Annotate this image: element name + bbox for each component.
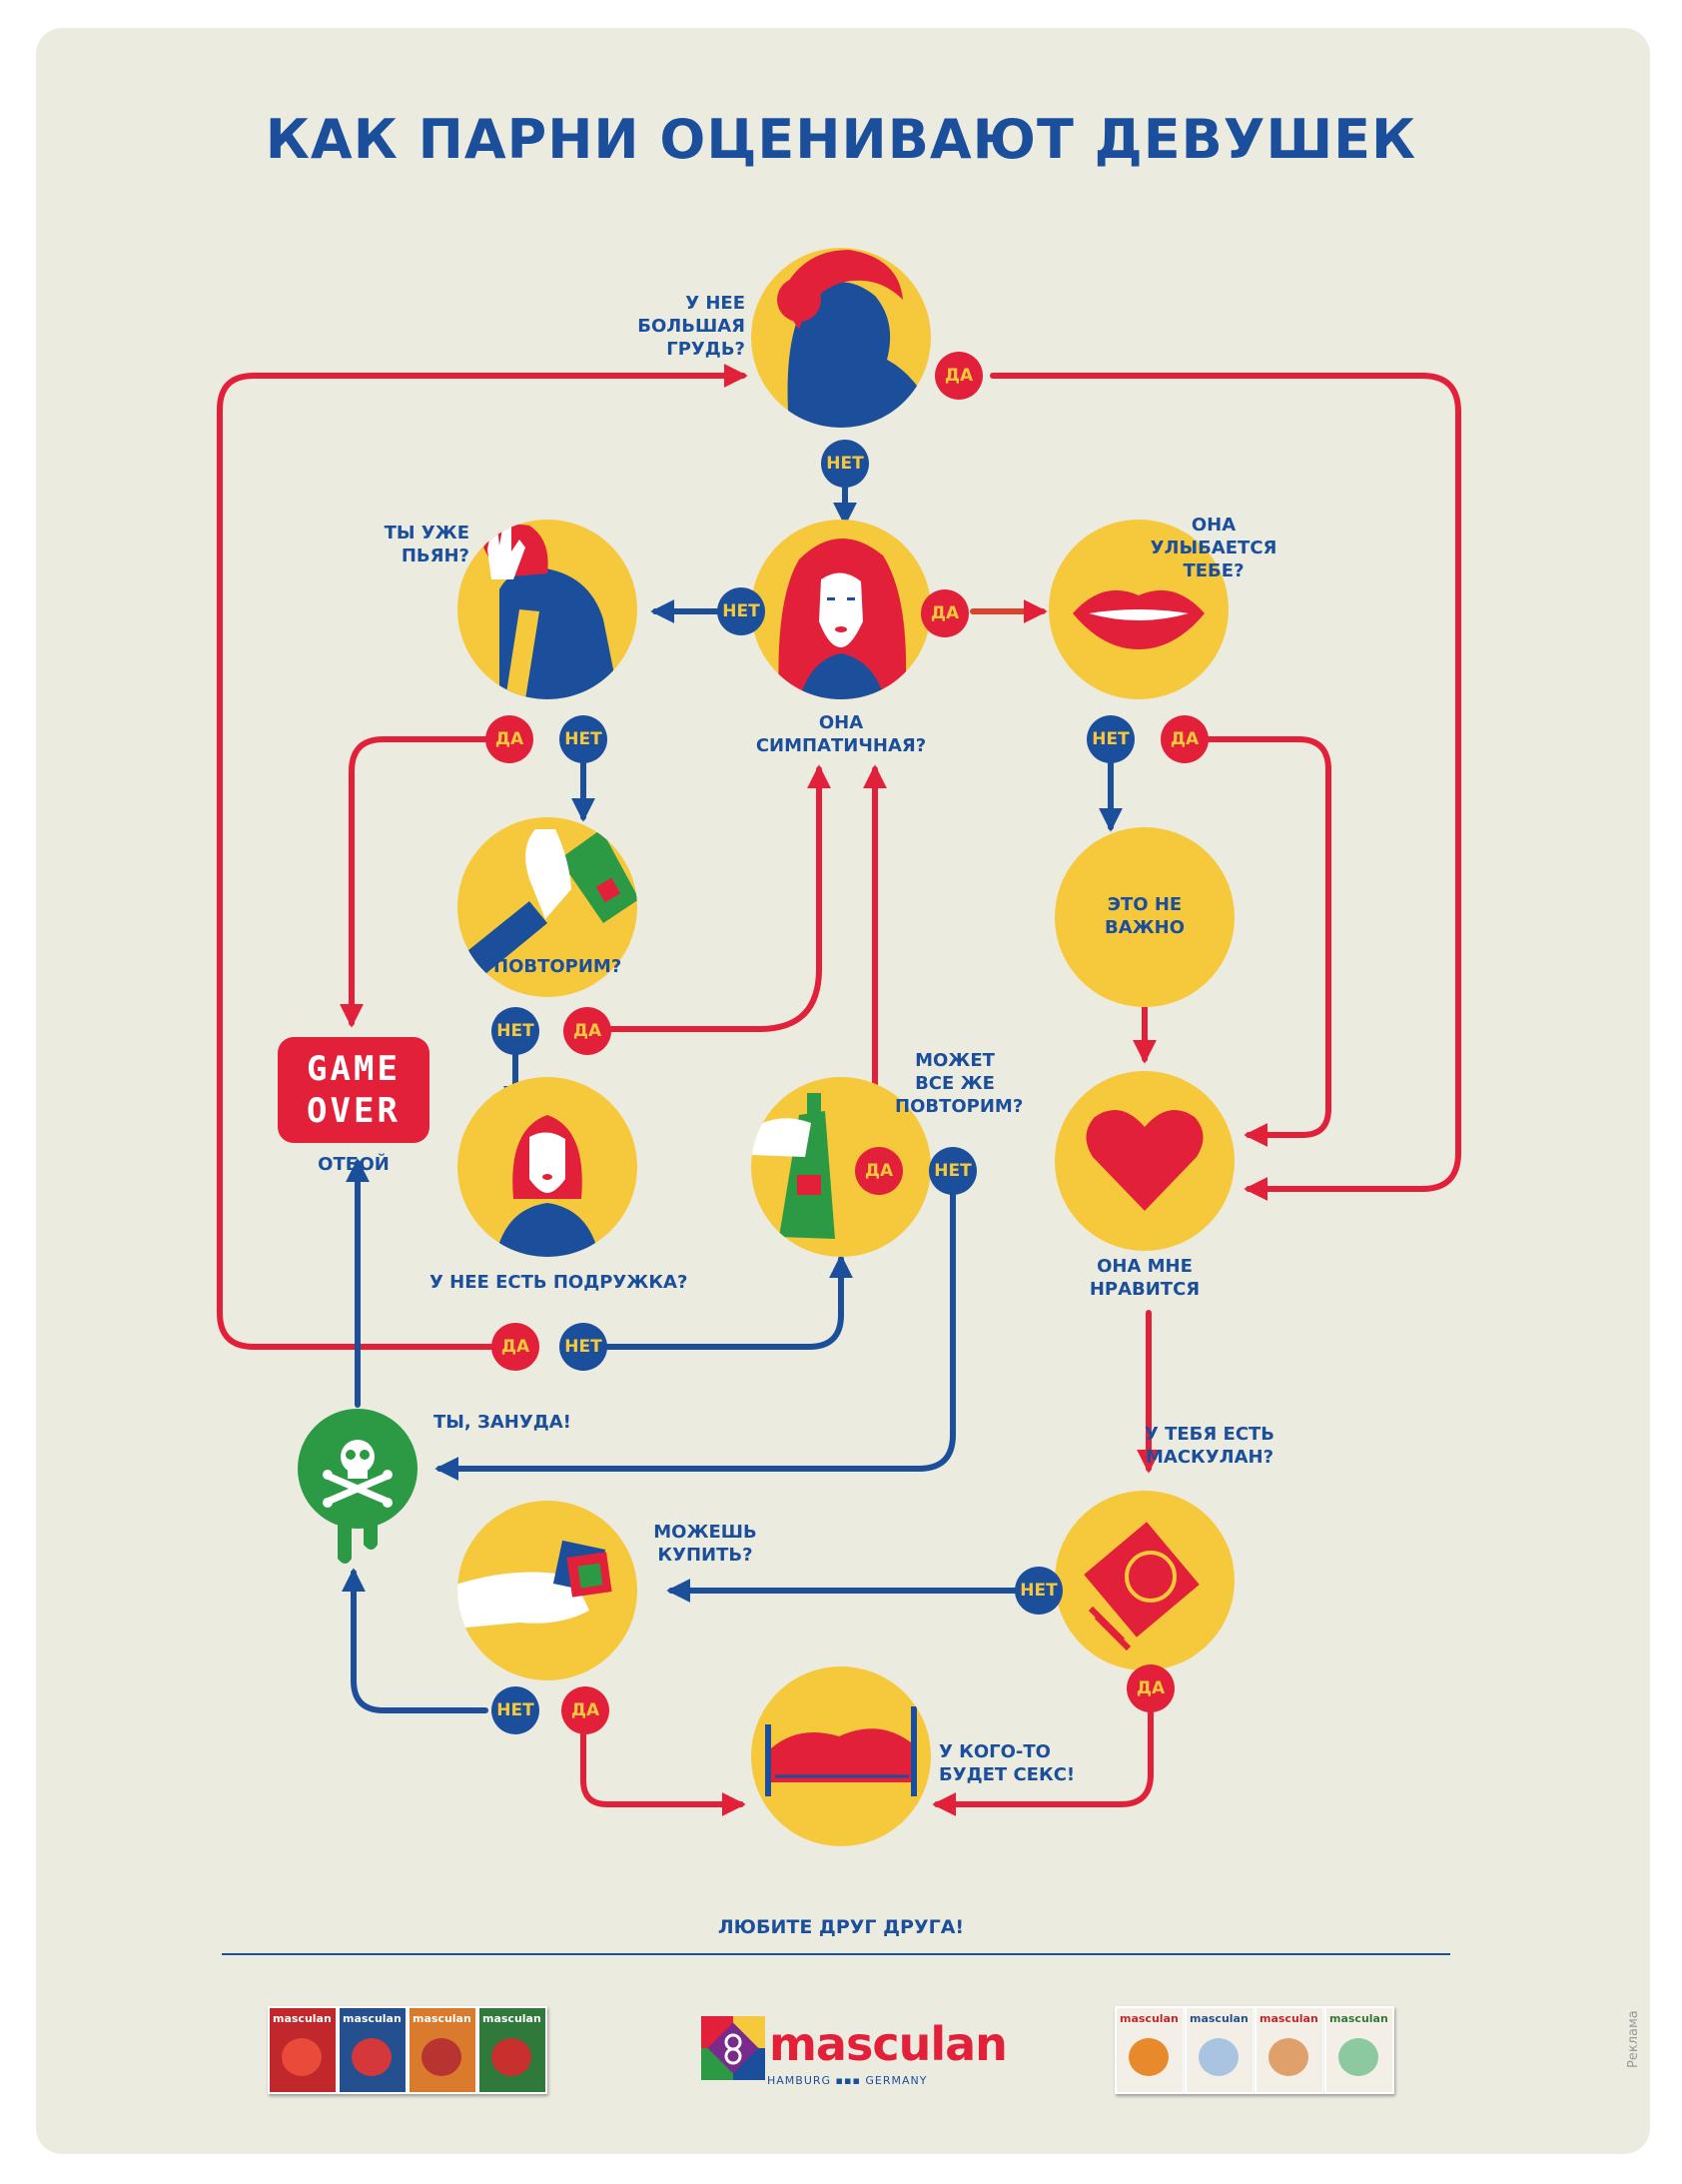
path-maybe-no-to-bore [434, 1186, 956, 1481]
node-she-smiles [1049, 520, 1229, 699]
facepalm-icon [483, 524, 619, 699]
game-over-line2: OVER [307, 1091, 401, 1131]
node-are-you-drunk [457, 520, 637, 699]
skull-crossbones-icon [323, 1440, 393, 1508]
node-maybe-repeat [751, 1077, 931, 1257]
logo-subtitle: HAMBURG ▪▪▪ GERMANY [767, 2074, 928, 2087]
condom-pack-icon [1084, 1522, 1200, 1651]
label-maybe-repeat: МОЖЕТ ВСЕ ЖЕ ПОВТОРИМ? [895, 1050, 1024, 1117]
logo-text: masculan [769, 2017, 1008, 2071]
label-sex: У КОГО-ТО БУДЕТ СЕКС! [939, 1741, 1076, 1785]
product-pack-light-blue: masculan [1185, 2006, 1255, 2094]
product-pack-red: masculan [268, 2006, 338, 2094]
node-has-friend [457, 1077, 637, 1257]
badge-drunk-yes: ДА [485, 715, 533, 763]
game-over-line1: GAME [307, 1049, 401, 1089]
path-canbuy-no-to-bore [342, 1568, 488, 1713]
label-repeat: ПОВТОРИМ? [493, 956, 622, 977]
lips-icon [1073, 589, 1205, 649]
bottle-hand-icon [751, 1093, 835, 1239]
node-i-like-her [1055, 1071, 1235, 1251]
node-repeat [457, 817, 637, 997]
logo-icon [701, 2016, 765, 2080]
label-big-breasts: У НЕЕ БОЛЬШАЯ ГРУДЬ? [637, 293, 745, 360]
badge-pretty-yes: ДА [921, 589, 969, 637]
path-masculan-yes-to-sex [932, 1709, 1154, 1816]
badge-canbuy-no: НЕТ [491, 1686, 539, 1734]
path-repeat-yes-to-pretty [608, 764, 831, 1032]
node-bore [298, 1409, 418, 1564]
product-pack-peach: masculan [1255, 2006, 1324, 2094]
badge-smile-yes: ДА [1161, 715, 1209, 763]
label-she-smiles: ОНА УЛЫБАЕТСЯ ТЕБЕ? [1150, 515, 1277, 581]
path-drunk-yes-to-gameover [340, 736, 488, 1028]
label-is-pretty: ОНА СИМПАТИЧНАЯ? [755, 712, 927, 756]
label-bore: ТЫ, ЗАНУДА! [433, 1412, 571, 1433]
product-pack-green: masculan [477, 2006, 547, 2094]
label-are-you-drunk: ТЫ УЖЕ ПЬЯН? [384, 523, 469, 566]
game-over-box: GAME OVER [278, 1037, 429, 1143]
node-have-masculan [1055, 1491, 1235, 1670]
bed-icon [765, 1706, 917, 1796]
label-has-friend: У НЕЕ ЕСТЬ ПОДРУЖКА? [429, 1272, 688, 1293]
product-pack-fruit: masculan [1115, 2006, 1185, 2094]
node-big-breasts [751, 248, 931, 428]
badge-repeat-no: НЕТ [491, 1007, 539, 1055]
path-friend-no-to-maybe [600, 1254, 853, 1350]
badge-breasts-no: НЕТ [821, 440, 869, 488]
badge-pretty-no: НЕТ [717, 587, 765, 635]
node-is-pretty [751, 520, 931, 699]
label-have-masculan: У ТЕБЯ ЕСТЬ МАСКУЛАН? [1144, 1424, 1275, 1468]
heart-icon [1086, 1109, 1204, 1211]
redhead-woman-icon [778, 538, 907, 699]
page-title: КАК ПАРНИ ОЦЕНИВАЮТ ДЕВУШЕК [265, 108, 1417, 171]
badge-repeat-yes: ДА [563, 1007, 611, 1055]
node-can-buy [457, 1501, 637, 1680]
divider [222, 1953, 1450, 1955]
bust-icon [777, 250, 931, 428]
product-pack-mint: masculan [1324, 2006, 1394, 2094]
badge-maybe-yes: ДА [855, 1147, 903, 1195]
brand-logo: masculan HAMBURG ▪▪▪ GERMANY [701, 2016, 1008, 2102]
badge-canbuy-yes: ДА [561, 1686, 609, 1734]
label-i-like-her: ОНА МНЕ НРАВИТСЯ [1089, 1256, 1201, 1300]
label-can-buy: МОЖЕШЬ КУПИТЬ? [653, 1522, 757, 1566]
ad-disclaimer: Реклама [1626, 2010, 1641, 2068]
badge-breasts-yes: ДА [935, 352, 983, 400]
game-over-caption: ОТБОЙ [318, 1154, 390, 1175]
label-not-important: ЭТО НЕ ВАЖНО [1104, 894, 1186, 938]
badge-masculan-yes: ДА [1127, 1664, 1175, 1712]
node-not-important [1055, 827, 1235, 1007]
path-smile-yes-to-like [1206, 736, 1331, 1147]
badge-friend-no: НЕТ [559, 1323, 607, 1371]
badge-drunk-no: НЕТ [559, 715, 607, 763]
badge-maybe-no: НЕТ [929, 1147, 977, 1195]
badge-smile-no: НЕТ [1087, 715, 1135, 763]
product-pack-orange: masculan [408, 2006, 477, 2094]
path-canbuy-yes-to-sex [580, 1729, 746, 1816]
badge-friend-yes: ДА [491, 1323, 539, 1371]
product-pack-blue: masculan [338, 2006, 408, 2094]
path-breasts-yes-to-like [990, 373, 1461, 1201]
bottle-hand-icon [457, 829, 637, 987]
slogan: ЛЮБИТЕ ДРУГ ДРУГА! [717, 1916, 965, 1938]
hand-pack-icon [457, 1540, 612, 1629]
woman-portrait-icon [495, 1115, 599, 1257]
path-loop-friend-to-breasts [217, 364, 748, 1350]
badge-masculan-no: НЕТ [1015, 1567, 1063, 1615]
node-sex [751, 1666, 931, 1846]
